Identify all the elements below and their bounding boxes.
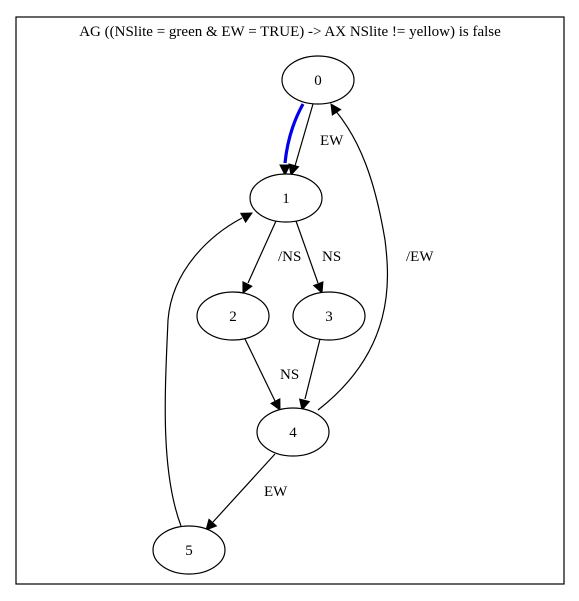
edge-1-to-3 [295,220,319,284]
edge-1-to-2-arrowhead [242,280,253,295]
edge-4-to-5-arrowhead [205,518,218,531]
edge-2-to-4-arrowhead [270,397,281,411]
edge-0-to-1-arrowhead [279,164,291,177]
state-node-1-label: 1 [282,191,290,207]
state-node-4: 4 [256,407,330,457]
state-node-2-ellipse [196,291,270,341]
edge-label-1-to-3: NS [322,249,341,265]
edge-0-to-1 [294,103,314,167]
state-node-3: 3 [292,291,366,341]
state-node-0-ellipse [281,55,355,105]
state-node-2: 2 [196,291,270,341]
edge-3-to-4-arrowhead [298,398,311,412]
state-node-2-label: 2 [229,309,237,325]
state-node-5-ellipse [152,525,226,575]
edge-1-to-3-arrowhead [312,281,324,295]
edge-1-to-2 [247,220,277,284]
edge-label-4-to-5: EW [264,484,288,500]
edge-0-to-1-highlight [283,103,305,164]
state-node-3-ellipse [292,291,366,341]
state-node-0: 0 [281,55,355,105]
edge-3-to-4 [304,338,321,400]
state-node-3-label: 3 [325,309,333,325]
edge-4-to-5 [212,453,276,523]
edge-4-to-0 [317,109,389,411]
state-node-4-ellipse [256,407,330,457]
state-node-5-label: 5 [185,543,193,559]
state-node-5: 5 [152,525,226,575]
edge-5-to-1 [164,217,243,527]
edge-label-1-to-2: /NS [278,249,301,265]
state-node-4-label: 4 [289,425,297,441]
graph-title: AG ((NSlite = green & EW = TRUE) -> AX N… [79,24,501,40]
edge-0-to-1-arrowhead [288,163,300,177]
edges-layer [164,103,389,531]
nodes-layer: 0 1 2 3 4 5 [152,55,366,575]
edge-4-to-0-arrowhead [330,103,342,116]
state-node-0-label: 0 [314,73,322,89]
edge-5-to-1-arrowhead [239,212,253,224]
edge-2-to-4 [244,338,276,402]
edge-label-4-to-0: /EW [406,249,434,265]
edge-labels-layer: EW/NS NS NS/EW EW [264,133,434,500]
edge-label-2-to-4: NS [280,367,299,383]
state-node-1: 1 [249,173,323,223]
state-node-1-ellipse [249,173,323,223]
graph-frame [15,16,565,585]
edge-label-0-to-1: EW [320,133,344,149]
